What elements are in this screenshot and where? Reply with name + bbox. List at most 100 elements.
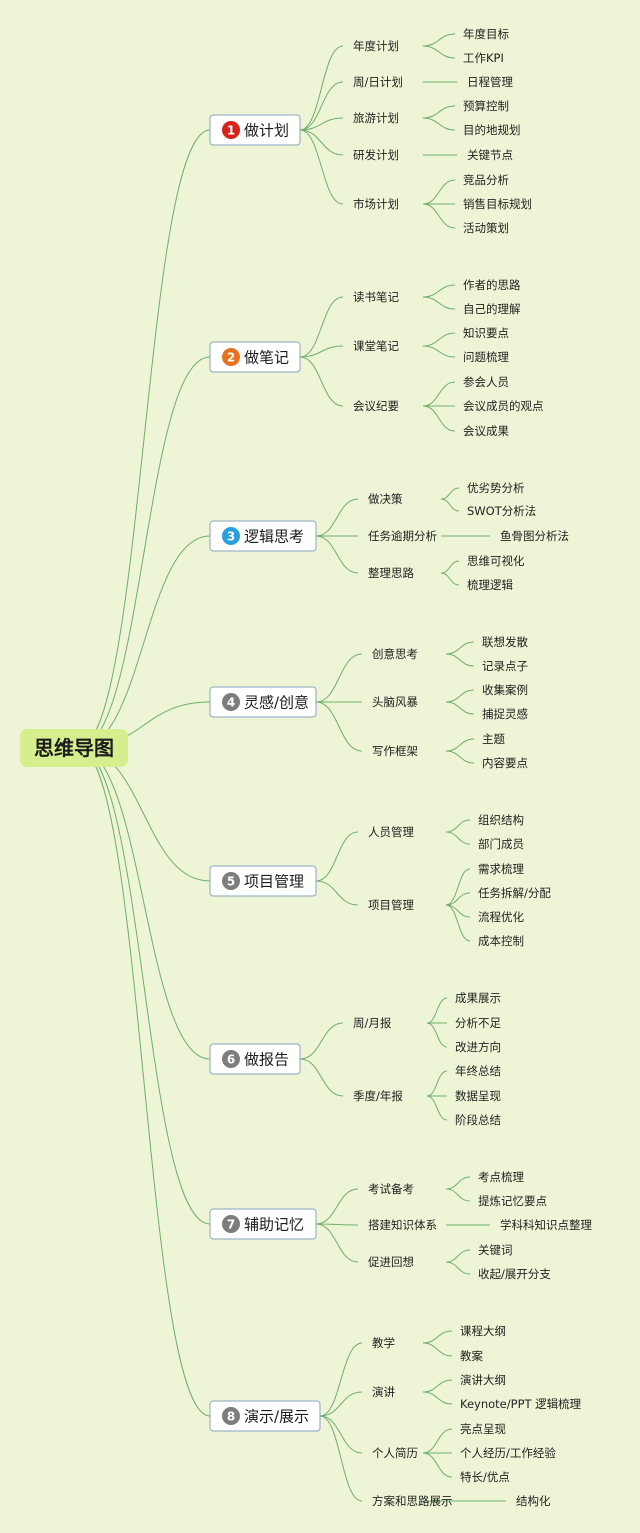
sub-topic[interactable]: 教学: [372, 1336, 395, 1350]
leaf-topic[interactable]: 流程优化: [478, 910, 524, 924]
leaf-topic[interactable]: 捕捉灵感: [482, 707, 528, 721]
leaf-topic[interactable]: 优劣势分析: [467, 481, 525, 495]
sub-topic[interactable]: 年度计划: [353, 39, 399, 53]
leaf-topic[interactable]: 部门成员: [478, 837, 524, 851]
leaf-topic[interactable]: 自己的理解: [463, 302, 521, 316]
leaf-topic[interactable]: 内容要点: [482, 756, 528, 770]
leaf-topic[interactable]: 收起/展开分支: [478, 1267, 551, 1281]
leaf-topic[interactable]: 任务拆解/分配: [478, 886, 551, 900]
leaf-topic[interactable]: 阶段总结: [455, 1113, 501, 1127]
leaf-topic[interactable]: 教案: [460, 1349, 483, 1363]
number-badge-icon: [222, 1215, 240, 1233]
leaf-topic[interactable]: 日程管理: [467, 75, 513, 89]
sub-topic[interactable]: 创意思考: [372, 647, 418, 661]
leaf-topic[interactable]: 关键节点: [467, 148, 513, 162]
leaf-topic[interactable]: 参会人员: [463, 375, 509, 389]
leaf-topic[interactable]: 成果展示: [455, 991, 501, 1005]
sub-topic[interactable]: 市场计划: [353, 197, 399, 211]
sub-topic[interactable]: 项目管理: [368, 898, 414, 912]
leaf-topic[interactable]: SWOT分析法: [467, 504, 536, 518]
root-node-label: 思维导图: [34, 736, 114, 760]
sub-topic[interactable]: 做决策: [368, 492, 403, 506]
leaf-topic[interactable]: 预算控制: [463, 99, 509, 113]
leaf-topic[interactable]: 主题: [482, 732, 505, 746]
branch-box: [209, 1400, 321, 1432]
branch-sub-link: [299, 81, 344, 131]
leaf-topic[interactable]: 销售目标规划: [463, 197, 532, 211]
leaf-topic[interactable]: 课程大纲: [460, 1324, 506, 1338]
sub-topic[interactable]: 方案和思路展示: [372, 1494, 453, 1508]
leaf-topic[interactable]: 组织结构: [478, 813, 524, 827]
leaf-topic[interactable]: Keynote/PPT 逻辑梳理: [460, 1397, 582, 1411]
leaf-topic[interactable]: 工作KPI: [463, 51, 504, 65]
branch-sub-link: [315, 831, 359, 882]
leaf-topic[interactable]: 关键词: [478, 1243, 513, 1257]
sub-topic[interactable]: 季度/年报: [353, 1089, 403, 1103]
leaf-topic[interactable]: 作者的思路: [463, 278, 521, 292]
sub-topic[interactable]: 周/日计划: [353, 75, 403, 89]
leaf-topic[interactable]: 分析不足: [455, 1016, 501, 1030]
leaf-topic[interactable]: 思维可视化: [467, 554, 525, 568]
sub-topic[interactable]: 写作框架: [372, 744, 418, 758]
sub-topic[interactable]: 促进回想: [368, 1255, 414, 1269]
leaf-topic[interactable]: 竞品分析: [463, 173, 509, 187]
leaf-topic[interactable]: 联想发散: [482, 635, 528, 649]
sub-topic[interactable]: 搭建知识体系: [368, 1218, 437, 1232]
sub-topic[interactable]: 读书笔记: [353, 290, 399, 304]
leaf-topic[interactable]: 问题梳理: [463, 350, 509, 364]
sub-topic[interactable]: 研发计划: [353, 148, 399, 162]
branch-sub-link: [299, 1058, 344, 1097]
leaf-topic[interactable]: 会议成员的观点: [463, 399, 544, 413]
sub-topic[interactable]: 人员管理: [368, 825, 414, 839]
sub-topic[interactable]: 个人简历: [372, 1446, 418, 1460]
leaf-topic[interactable]: 鱼骨图分析法: [500, 529, 569, 543]
leaf-topic[interactable]: 梳理逻辑: [467, 578, 513, 592]
leaf-topic[interactable]: 目的地规划: [463, 123, 521, 137]
leaf-topic[interactable]: 活动策划: [463, 221, 509, 235]
leaf-topic[interactable]: 个人经历/工作经验: [460, 1446, 556, 1460]
sub-topic[interactable]: 任务逾期分析: [368, 529, 437, 543]
leaf-topic[interactable]: 演讲大纲: [460, 1373, 506, 1387]
sub-topic[interactable]: 演讲: [372, 1385, 395, 1399]
sub-topic[interactable]: 课堂笔记: [353, 339, 399, 353]
leaf-topic[interactable]: 特长/优点: [460, 1470, 510, 1484]
sub-topic[interactable]: 整理思路: [368, 566, 414, 580]
sub-leaf-link: [440, 560, 460, 574]
root-node[interactable]: 思维导图: [20, 729, 128, 767]
number-badge-icon: [222, 121, 240, 139]
leaf-topic[interactable]: 亮点呈现: [460, 1422, 506, 1436]
leaf-topic[interactable]: 改进方向: [455, 1040, 501, 1054]
leaf-topic[interactable]: 数据呈现: [455, 1089, 501, 1103]
sub-topic[interactable]: 旅游计划: [353, 111, 399, 125]
leaf-topic[interactable]: 知识要点: [463, 326, 509, 340]
branch-sub-link: [315, 1188, 359, 1225]
leaf-topic[interactable]: 会议成果: [463, 424, 509, 438]
root-branch-link: [77, 129, 211, 749]
root-branch-link: [77, 747, 211, 882]
branch-label: 逻辑思考: [244, 528, 304, 546]
leaf-topic[interactable]: 记录点子: [482, 659, 528, 673]
leaf-topic[interactable]: 结构化: [516, 1494, 551, 1508]
sub-topic[interactable]: 会议纪要: [353, 399, 399, 413]
leaf-topic[interactable]: 成本控制: [478, 934, 524, 948]
sub-topic[interactable]: 考试备考: [368, 1182, 414, 1196]
leaf-topic[interactable]: 需求梳理: [478, 862, 524, 876]
sub-topic[interactable]: 周/月报: [353, 1016, 392, 1030]
leaf-topic[interactable]: 学科科知识点整理: [500, 1218, 592, 1232]
leaf-topic[interactable]: 年度目标: [463, 27, 509, 41]
sub-topic[interactable]: 头脑风暴: [372, 695, 418, 709]
leaf-topic[interactable]: 年终总结: [455, 1064, 501, 1078]
leaf-topic[interactable]: 提炼记忆要点: [478, 1194, 547, 1208]
leaf-topic[interactable]: 收集案例: [482, 683, 528, 697]
branch-sub-link: [299, 129, 344, 156]
branch-number: 2: [227, 351, 235, 365]
leaf-topic[interactable]: 考点梳理: [478, 1170, 524, 1184]
